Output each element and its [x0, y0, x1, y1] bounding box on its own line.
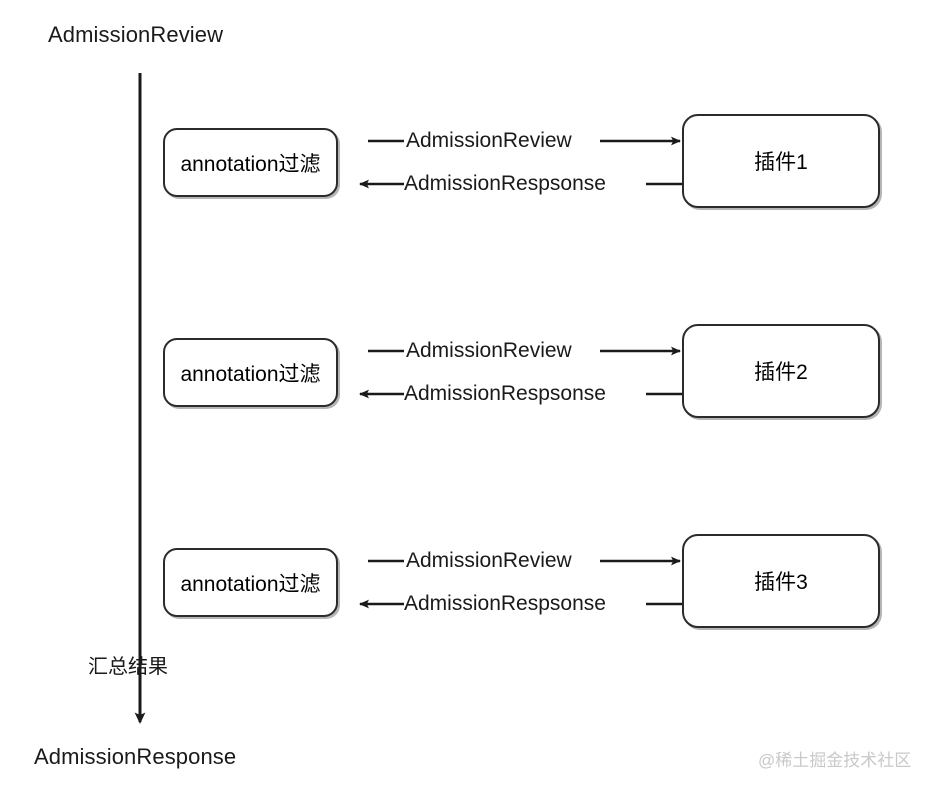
- row3-request-label: AdmissionReview: [406, 549, 572, 572]
- plugin-label-3: 插件3: [754, 571, 808, 594]
- annotation-filter-box-1[interactable]: annotation过滤: [163, 128, 338, 197]
- plugin-box-2[interactable]: 插件2: [682, 324, 880, 418]
- annotation-filter-box-3[interactable]: annotation过滤: [163, 548, 338, 617]
- row3-response-label: AdmissionRespsonse: [404, 592, 606, 615]
- watermark: @稀土掘金技术社区: [758, 751, 912, 770]
- annotation-filter-box-2[interactable]: annotation过滤: [163, 338, 338, 407]
- plugin-box-1[interactable]: 插件1: [682, 114, 880, 208]
- row1-response-label: AdmissionRespsonse: [404, 172, 606, 195]
- plugin-label-2: 插件2: [754, 361, 808, 384]
- annotation-filter-label-1: annotation过滤: [180, 152, 321, 176]
- plugin-label-1: 插件1: [754, 151, 808, 174]
- annotation-filter-label-3: annotation过滤: [180, 572, 321, 596]
- row2-response-label: AdmissionRespsonse: [404, 382, 606, 405]
- row2-request-label: AdmissionReview: [406, 339, 572, 362]
- annotation-filter-label-2: annotation过滤: [180, 362, 321, 386]
- row1-request-label: AdmissionReview: [406, 129, 572, 152]
- plugin-box-3[interactable]: 插件3: [682, 534, 880, 628]
- summary-result-label: 汇总结果: [88, 656, 168, 678]
- admission-response-exit-label: AdmissionResponse: [34, 744, 237, 769]
- admission-review-entry-label: AdmissionReview: [48, 22, 224, 47]
